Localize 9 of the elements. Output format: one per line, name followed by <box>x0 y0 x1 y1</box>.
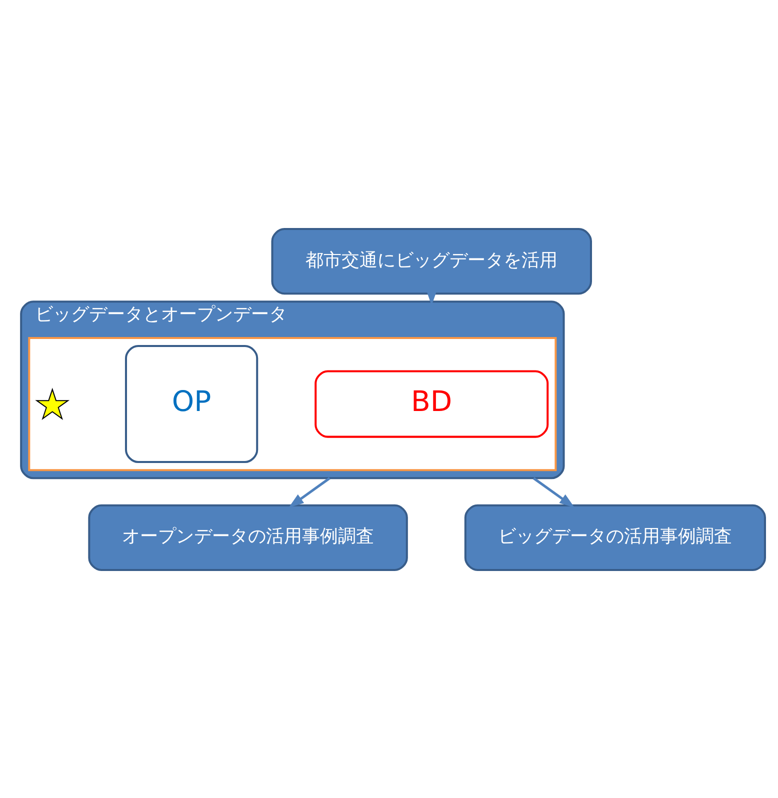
arrow <box>532 476 575 508</box>
arrow <box>288 476 330 508</box>
node-box: オープンデータの活用事例調査 <box>88 504 408 570</box>
node-box: OP <box>124 344 258 463</box>
arrow <box>426 290 437 305</box>
cluster <box>28 336 557 471</box>
node-box: BD <box>314 370 549 438</box>
node-box: ビッグデータの活用事例調査 <box>464 504 766 570</box>
node-star <box>35 387 70 420</box>
